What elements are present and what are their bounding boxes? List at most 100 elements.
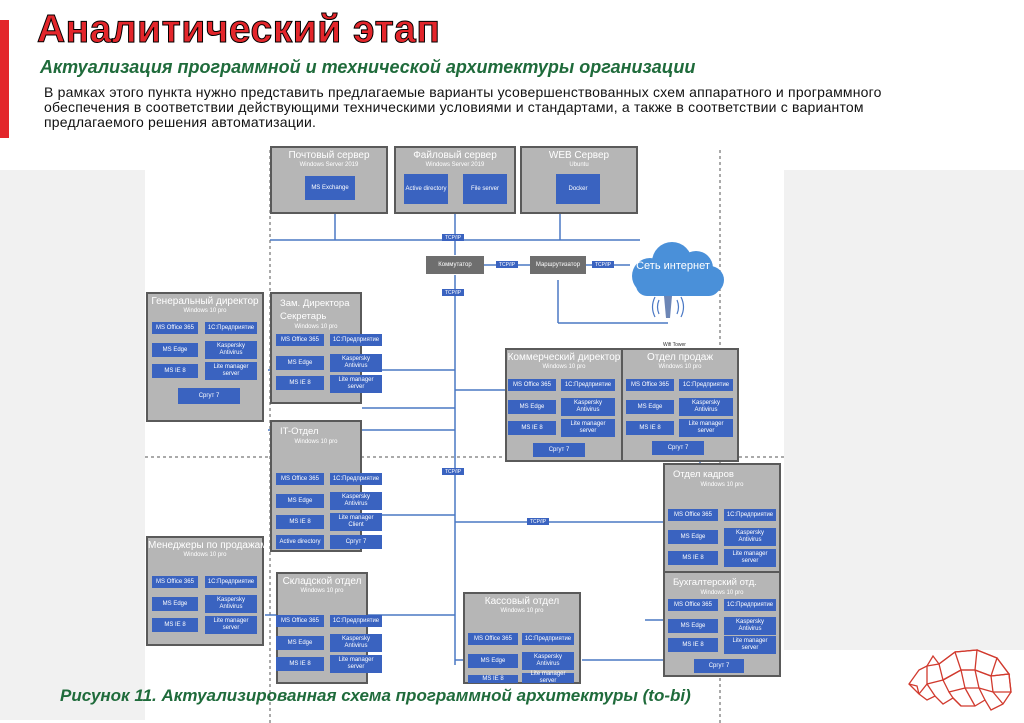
dept-it-title: IT-Отдел xyxy=(280,426,319,437)
dept-gendir-title: Генеральный директор xyxy=(151,296,259,307)
web-server-os: Ubuntu xyxy=(569,162,589,168)
app-1c: 1С:Предприятие xyxy=(724,509,776,521)
app-lite-manager-server: Lite manager server xyxy=(205,362,257,380)
right-gray-panel xyxy=(784,170,1024,650)
dept-commerce-title: Коммерческий директор xyxy=(507,352,621,363)
dept-sales-os: Windows 10 pro xyxy=(658,364,702,370)
dept-deputy-line-1: Зам. Директора xyxy=(280,298,350,309)
app-1c: 1С:Предприятие xyxy=(205,322,257,334)
file-server-os: Windows Server 2019 xyxy=(425,162,485,168)
app-srgut: Сргут 7 xyxy=(330,535,382,549)
app-ms-ie: MS IE 8 xyxy=(152,618,198,632)
tcpip-tag: TCP/IP xyxy=(527,518,549,525)
app-1c: 1С:Предприятие xyxy=(724,599,776,611)
app-1c: 1С:Предприятие xyxy=(205,576,257,588)
dept-gendir-os: Windows 10 pro xyxy=(183,308,227,314)
app-ms-office: MS Office 365 xyxy=(276,473,324,485)
file-server-title: Файловый сервер xyxy=(413,150,497,161)
app-srgut: Сргут 7 xyxy=(178,388,240,404)
app-1c: 1С:Предприятие xyxy=(330,615,382,627)
dept-sales-managers-title: Менеджеры по продажам xyxy=(148,540,268,551)
app-ms-edge: MS Edge xyxy=(668,530,718,544)
app-ms-office: MS Office 365 xyxy=(152,576,198,588)
app-ms-office: MS Office 365 xyxy=(276,615,324,627)
app-lite-manager-server: Lite manager server xyxy=(522,671,574,684)
web-server-docker: Docker xyxy=(556,174,600,204)
app-kaspersky: Kaspersky Antivirus xyxy=(679,398,733,416)
app-ms-edge: MS Edge xyxy=(276,494,324,508)
app-kaspersky: Kaspersky Antivirus xyxy=(522,652,574,670)
internet-cloud: Сеть интернет xyxy=(620,238,726,300)
file-server-ad: Active directory xyxy=(404,174,448,204)
dept-accounting-title: Бухгалтерский отд. xyxy=(673,577,757,588)
internet-label: Сеть интернет xyxy=(636,260,710,272)
app-1c: 1С:Предприятие xyxy=(330,473,382,485)
app-ms-ie: MS IE 8 xyxy=(626,421,674,435)
app-1c: 1С:Предприятие xyxy=(522,633,574,645)
mail-server-exchange: MS Exchange xyxy=(305,176,355,200)
tcpip-tag: TCP/IP xyxy=(442,289,464,296)
app-kaspersky: Kaspersky Antivirus xyxy=(330,634,382,652)
app-ms-ie: MS IE 8 xyxy=(276,657,324,671)
dept-sales-title: Отдел продаж xyxy=(646,352,714,363)
app-ms-ie: MS IE 8 xyxy=(276,376,324,390)
app-ms-edge: MS Edge xyxy=(152,597,198,611)
app-ms-edge: MS Edge xyxy=(276,356,324,370)
dept-sales-managers-os: Windows 10 pro xyxy=(183,552,227,558)
app-ms-office: MS Office 365 xyxy=(276,334,324,346)
app-kaspersky: Kaspersky Antivirus xyxy=(561,398,615,416)
app-ms-edge: MS Edge xyxy=(508,400,556,414)
app-ms-office: MS Office 365 xyxy=(468,633,518,645)
app-ms-edge: MS Edge xyxy=(468,654,518,668)
dept-it-os: Windows 10 pro xyxy=(294,439,338,445)
dept-hr-os: Windows 10 pro xyxy=(700,482,744,488)
web-server-title: WEB Сервер xyxy=(548,150,610,161)
app-ms-office: MS Office 365 xyxy=(152,322,198,334)
app-kaspersky: Kaspersky Antivirus xyxy=(724,617,776,635)
dept-it: IT-Отдел Windows 10 pro xyxy=(270,420,362,552)
rhino-logo xyxy=(908,649,1012,711)
dept-accounting-os: Windows 10 pro xyxy=(700,590,744,596)
tcpip-tag: TCP/IP xyxy=(442,234,464,241)
app-active-directory: Active directory xyxy=(276,535,324,549)
mail-server-title: Почтовый сервер xyxy=(288,150,370,161)
app-kaspersky: Kaspersky Antivirus xyxy=(205,341,257,359)
dept-cashier-os: Windows 10 pro xyxy=(500,608,544,614)
app-kaspersky: Kaspersky Antivirus xyxy=(205,595,257,613)
app-lite-manager-server: Lite manager server xyxy=(724,636,776,654)
app-lite-manager-server: Lite manager server xyxy=(724,549,776,567)
slide-subtitle: Актуализация программной и технической а… xyxy=(40,57,696,77)
tcpip-tag: TCP/IP xyxy=(442,468,464,475)
dept-commerce-os: Windows 10 pro xyxy=(542,364,586,370)
network-switch: Коммутатор xyxy=(426,256,484,274)
app-ms-office: MS Office 365 xyxy=(668,509,718,521)
app-ms-office: MS Office 365 xyxy=(508,379,556,391)
app-lite-manager-client: Lite manager Client xyxy=(330,513,382,531)
slide-title: Аналитический этап xyxy=(36,8,441,52)
app-lite-manager-server: Lite manager server xyxy=(330,655,382,673)
app-1c: 1С:Предприятие xyxy=(330,334,382,346)
app-ms-ie: MS IE 8 xyxy=(152,364,198,378)
app-lite-manager-server: Lite manager server xyxy=(205,616,257,634)
app-ms-edge: MS Edge xyxy=(668,619,718,633)
app-ms-office: MS Office 365 xyxy=(626,379,674,391)
app-kaspersky: Kaspersky Antivirus xyxy=(330,492,382,510)
dept-hr-title: Отдел кадров xyxy=(673,469,734,480)
app-1c: 1С:Предприятие xyxy=(561,379,615,391)
slide-description: В рамках этого пункта нужно представить … xyxy=(44,84,882,130)
tcpip-tag: TCP/IP xyxy=(496,261,518,268)
app-ms-ie: MS IE 8 xyxy=(508,421,556,435)
app-lite-manager-server: Lite manager server xyxy=(679,419,733,437)
app-kaspersky: Kaspersky Antivirus xyxy=(330,354,382,372)
app-srgut: Сргут 7 xyxy=(652,441,704,455)
file-server-fs: File server xyxy=(463,174,507,204)
accent-bar xyxy=(0,20,9,138)
app-lite-manager-server: Lite manager server xyxy=(330,375,382,393)
app-ms-ie: MS IE 8 xyxy=(468,675,518,683)
app-lite-manager-server: Lite manager server xyxy=(561,419,615,437)
app-ms-office: MS Office 365 xyxy=(668,599,718,611)
app-1c: 1С:Предприятие xyxy=(679,379,733,391)
figure-caption: Рисунок 11. Актуализированная схема прог… xyxy=(60,686,691,705)
app-kaspersky: Kaspersky Antivirus xyxy=(724,528,776,546)
